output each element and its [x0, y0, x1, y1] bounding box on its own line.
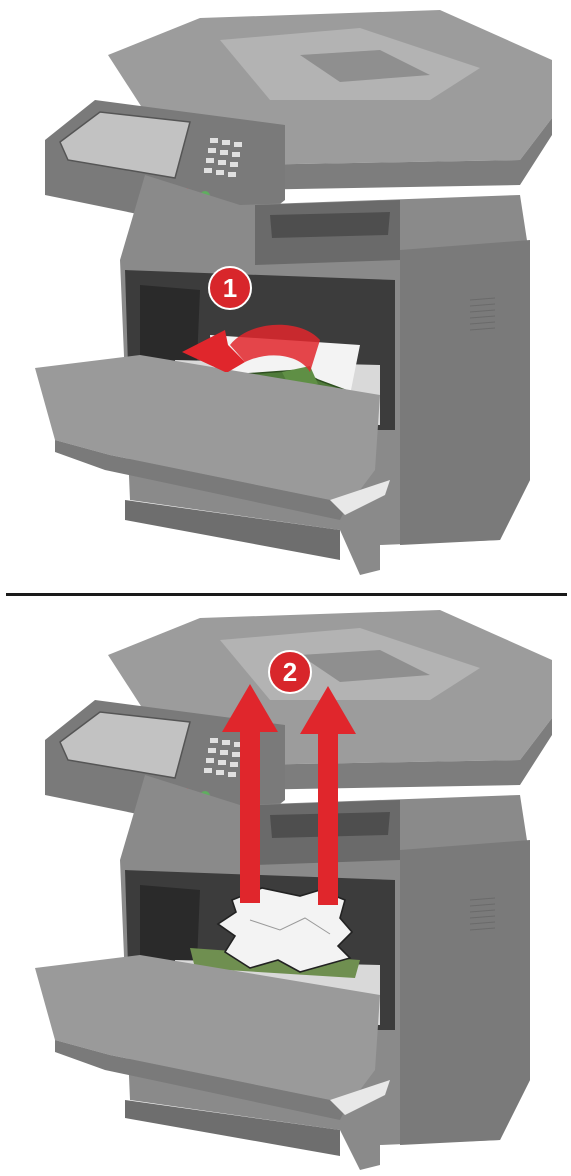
printer-side: [400, 840, 530, 1145]
step-1-number: 1: [223, 273, 237, 303]
step-2-panel: 2: [0, 600, 571, 1176]
printer-side: [400, 240, 530, 545]
step-1-panel: 1: [0, 0, 571, 590]
step-2-badge: 2: [269, 651, 311, 693]
step-2-number: 2: [283, 657, 297, 687]
printer-illustration-step-1: 1: [0, 0, 571, 590]
printer-illustration-step-2: 2: [0, 600, 571, 1176]
output-slot: [270, 212, 390, 238]
step-1-badge: 1: [209, 267, 251, 309]
step-divider: [6, 593, 567, 596]
